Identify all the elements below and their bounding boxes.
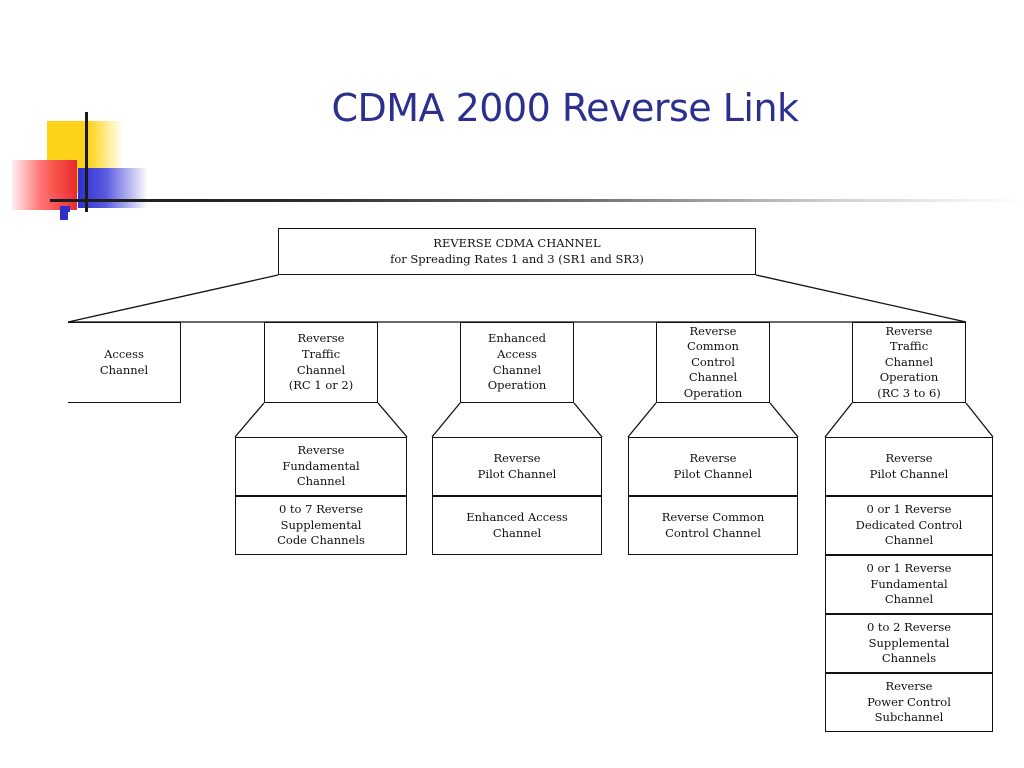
enhanced-access-channel-operation-box: Enhanced Access Channel Operation [460,322,574,403]
power-control-subchannel-box: Reverse Power Control Subchannel [825,673,993,732]
rccc-reverse-pilot-channel-box: Reverse Pilot Channel [628,437,798,496]
reverse-fundamental-channel-box: Reverse Fundamental Channel [235,437,407,496]
eacc-reverse-pilot-channel-box: Reverse Pilot Channel [432,437,602,496]
decor-blue-square [78,168,148,208]
reverse-traffic-channel-operation-rc36-box: Reverse Traffic Channel Operation (RC 3 … [852,322,966,403]
reverse-common-control-channel-box: Reverse Common Control Channel [628,496,798,555]
decor-blue-small-square [60,206,70,220]
rc36-fundamental-channel-box: 0 or 1 Reverse Fundamental Channel [825,555,993,614]
reverse-traffic-channel-rc12-box: Reverse Traffic Channel (RC 1 or 2) [264,322,378,403]
rc36-reverse-pilot-channel-box: Reverse Pilot Channel [825,437,993,496]
reverse-common-control-channel-operation-box: Reverse Common Control Channel Operation [656,322,770,403]
decor-red-square [12,160,77,210]
enhanced-access-channel-box: Enhanced Access Channel [432,496,602,555]
decor-vertical-line [85,112,88,214]
rc36-supplemental-channels-box: 0 to 2 Reverse Supplemental Channels [825,614,993,673]
access-channel-box: Access Channel [68,322,181,403]
dedicated-control-channel-box: 0 or 1 Reverse Dedicated Control Channel [825,496,993,555]
channel-diagram: REVERSE CDMA CHANNEL for Spreading Rates… [68,212,1005,738]
slide-title: CDMA 2000 Reverse Link [331,86,799,130]
supplemental-code-channels-box: 0 to 7 Reverse Supplemental Code Channel… [235,496,407,555]
root-channel-box: REVERSE CDMA CHANNEL for Spreading Rates… [278,228,756,275]
title-underline [50,199,1024,202]
